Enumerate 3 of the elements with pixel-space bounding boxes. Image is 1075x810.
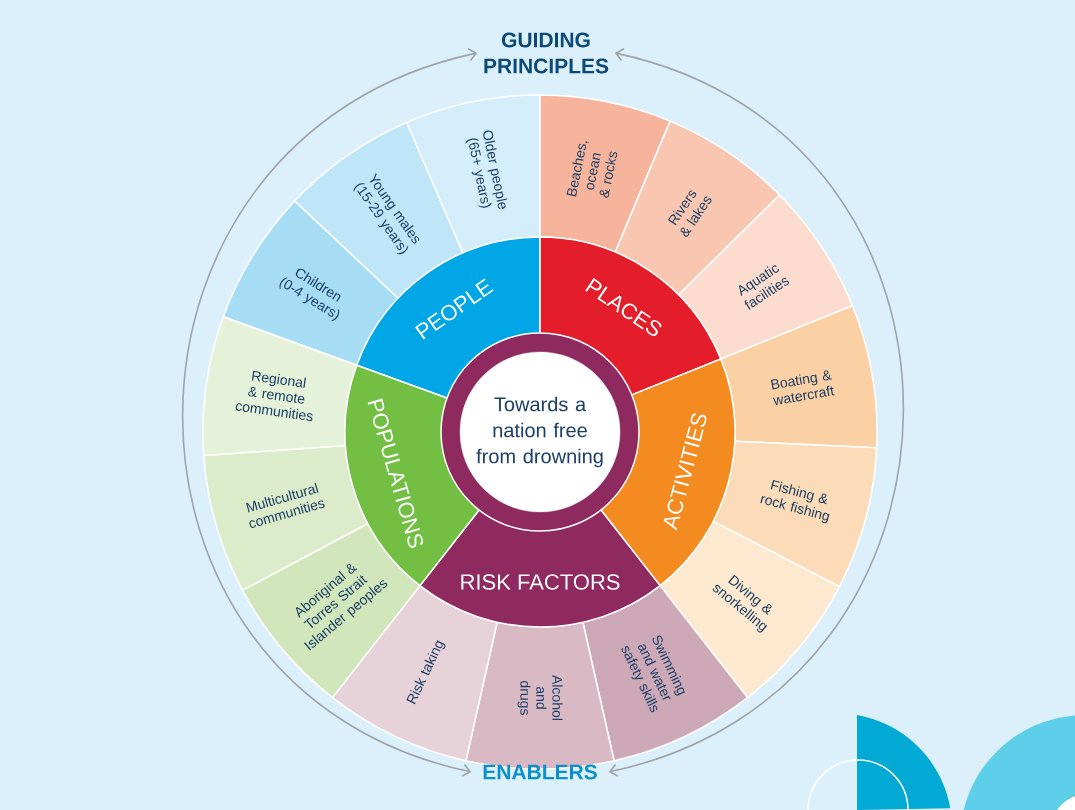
heading: GUIDING PRINCIPLES — [484, 32, 609, 74]
arrow — [608, 48, 905, 777]
arrow — [181, 48, 478, 777]
